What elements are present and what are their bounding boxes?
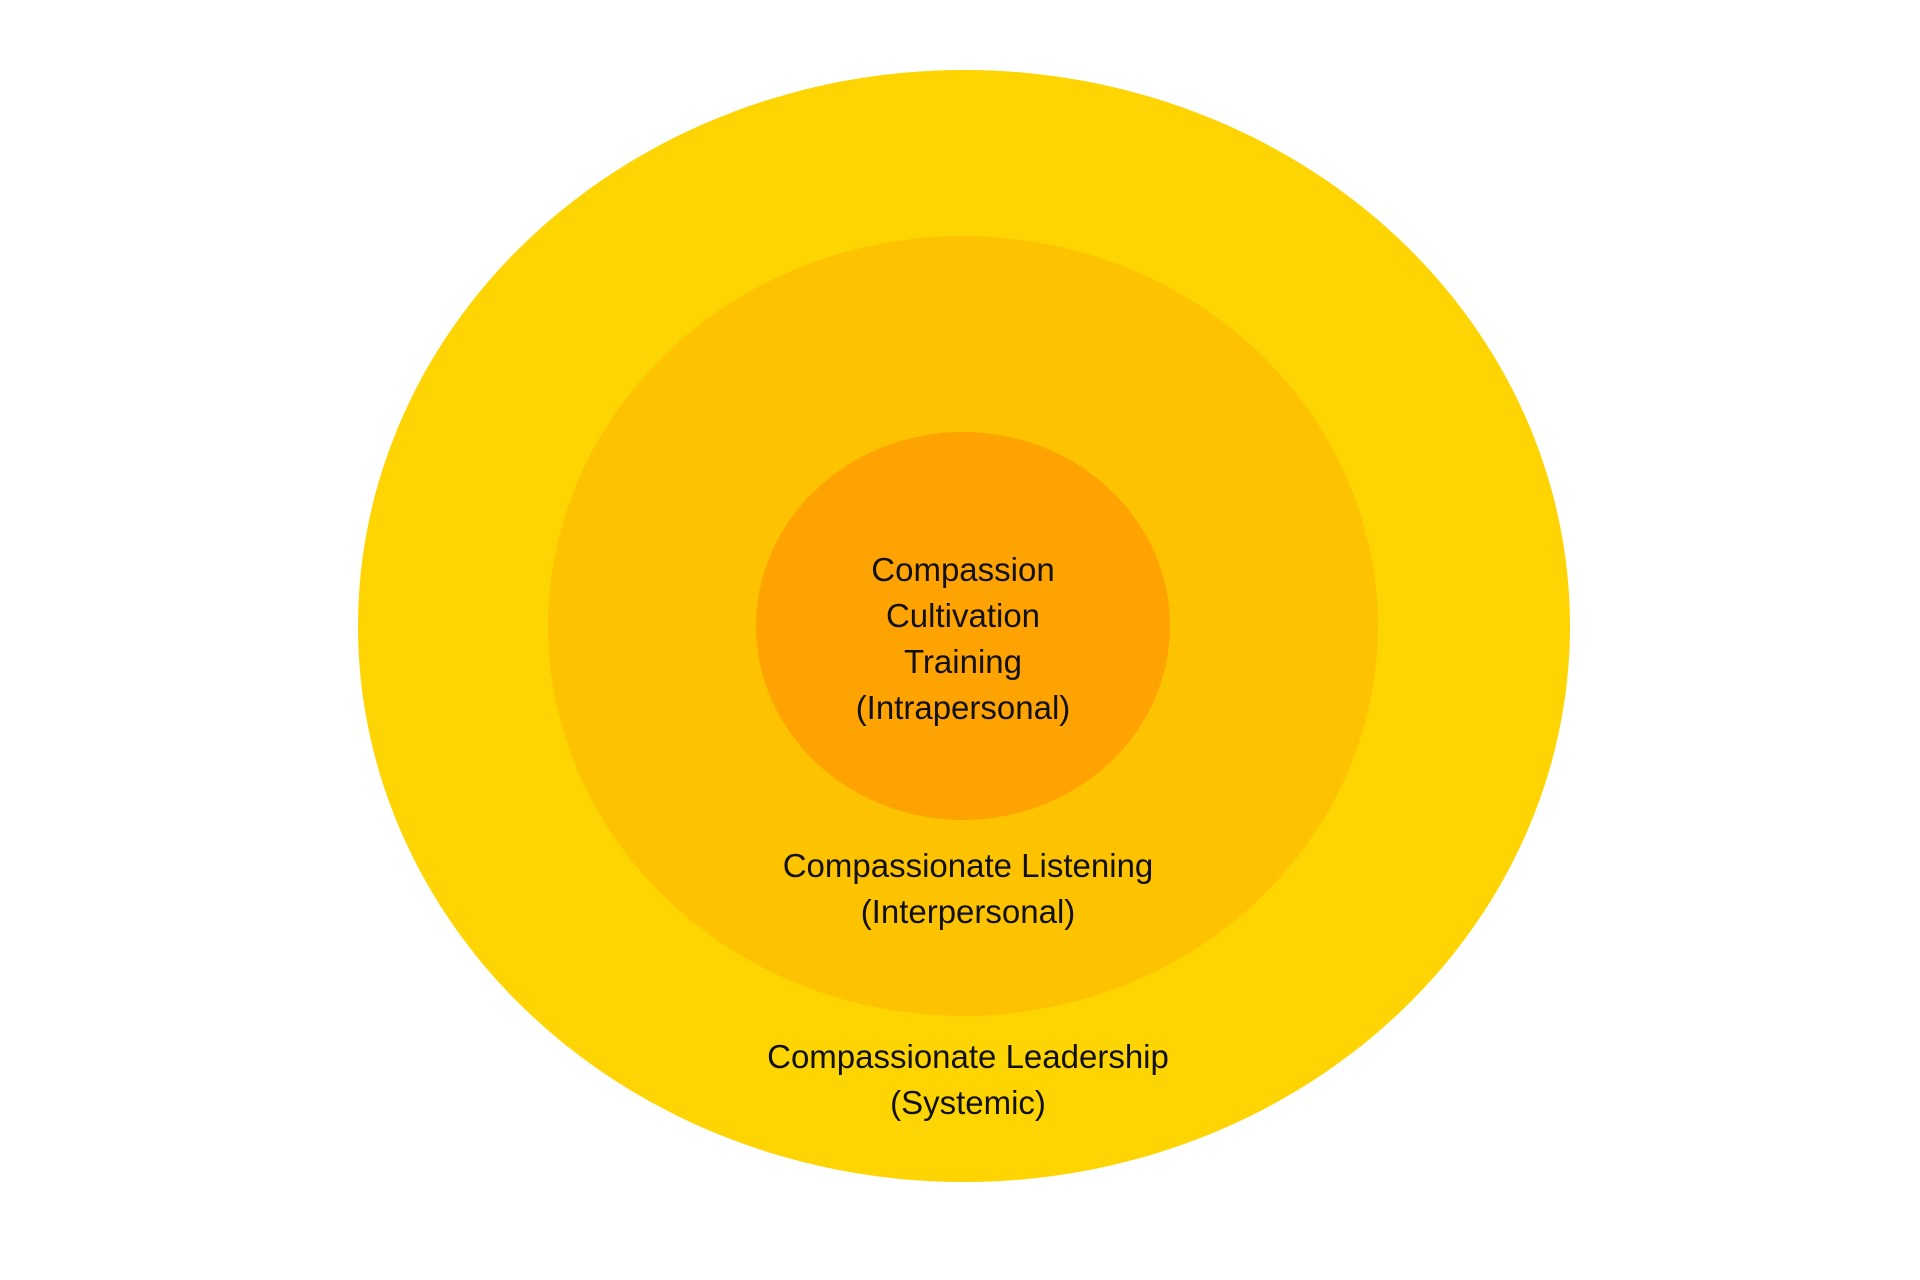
inner-label-line-2: Cultivation: [885, 597, 1041, 634]
outer-label-line-1: Compassionate Leadership: [767, 1038, 1169, 1075]
middle-label-line-1: Compassionate Listening: [782, 847, 1154, 884]
inner-ring-intrapersonal: [756, 432, 1170, 820]
inner-ring-label: Compassion Cultivation Training (Intrape…: [763, 547, 1163, 731]
outer-label-line-2: (Systemic): [890, 1084, 1046, 1121]
middle-ring-label: Compassionate Listening (Interpersonal): [718, 843, 1218, 935]
middle-label-line-2: (Interpersonal): [860, 893, 1076, 930]
inner-label-line-3: Training: [904, 643, 1022, 680]
inner-label-line-4: (Intrapersonal): [855, 689, 1071, 726]
inner-label-line-1: Compassion: [871, 551, 1055, 588]
outer-ring-label: Compassionate Leadership (Systemic): [703, 1034, 1233, 1126]
